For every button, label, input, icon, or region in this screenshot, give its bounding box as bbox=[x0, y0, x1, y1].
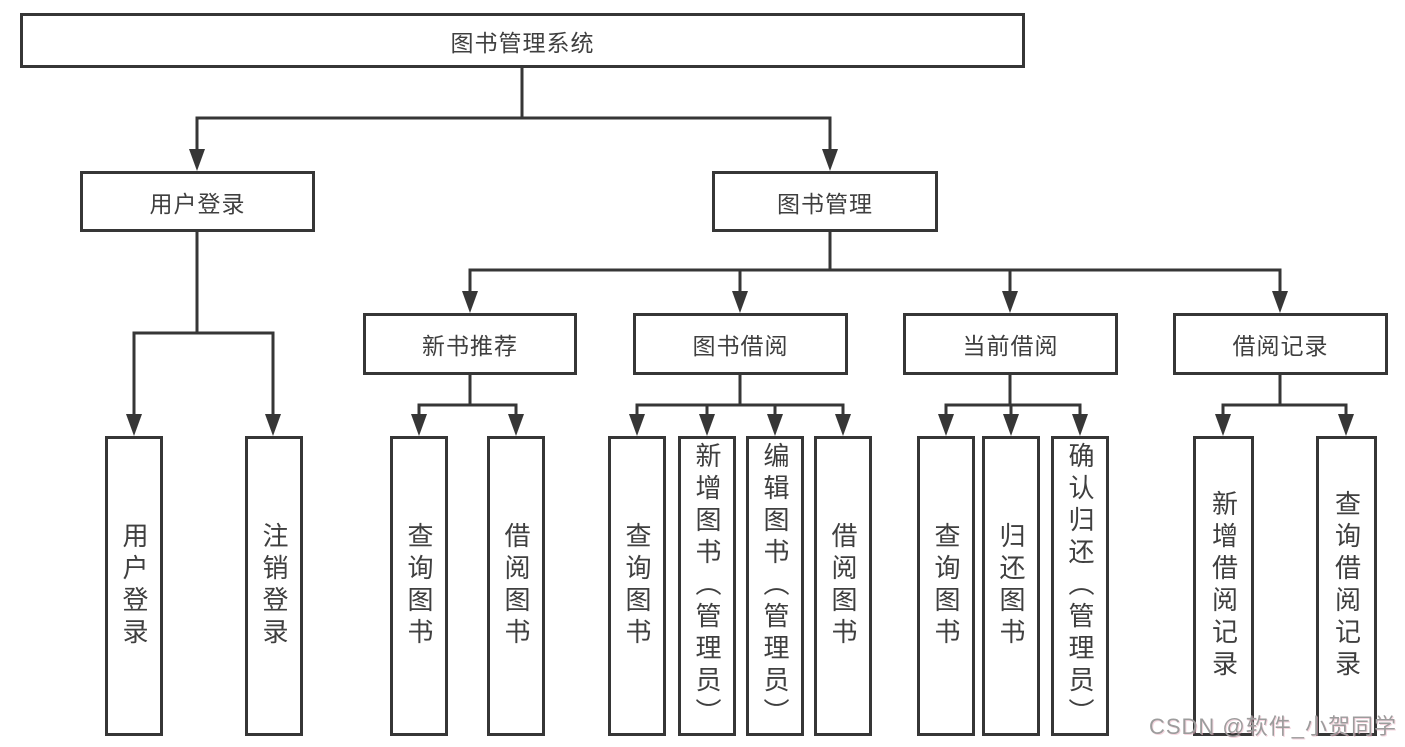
leaf-borrow-books-recommend: 借阅图书 bbox=[487, 436, 545, 736]
node-book-management: 图书管理 bbox=[712, 171, 938, 232]
leaf-query-books-current: 查询图书 bbox=[917, 436, 975, 736]
leaf-return-books: 归还图书 bbox=[982, 436, 1040, 736]
leaf-query-borrow-record: 查询借阅记录 bbox=[1316, 436, 1377, 736]
leaf-confirm-return-admin: 确认归还（管理员） bbox=[1051, 436, 1109, 736]
node-root-system: 图书管理系统 bbox=[20, 13, 1025, 68]
leaf-edit-book-admin: 编辑图书（管理员） bbox=[746, 436, 804, 736]
leaf-borrow-books: 借阅图书 bbox=[814, 436, 872, 736]
node-user-login: 用户登录 bbox=[80, 171, 315, 232]
leaf-logout: 注销登录 bbox=[245, 436, 303, 736]
leaf-add-borrow-record: 新增借阅记录 bbox=[1193, 436, 1254, 736]
arrowhead-icons bbox=[126, 149, 1354, 436]
node-new-book-recommend: 新书推荐 bbox=[363, 313, 577, 375]
node-borrowing-records: 借阅记录 bbox=[1173, 313, 1388, 375]
leaf-user-login: 用户登录 bbox=[105, 436, 163, 736]
leaf-query-books-borrowing: 查询图书 bbox=[608, 436, 666, 736]
leaf-query-books-recommend: 查询图书 bbox=[390, 436, 448, 736]
node-book-borrowing: 图书借阅 bbox=[633, 313, 848, 375]
csdn-watermark: CSDN @软件_小贺同学 bbox=[1148, 714, 1397, 739]
node-current-borrowing: 当前借阅 bbox=[903, 313, 1118, 375]
leaf-add-book-admin: 新增图书（管理员） bbox=[678, 436, 736, 736]
